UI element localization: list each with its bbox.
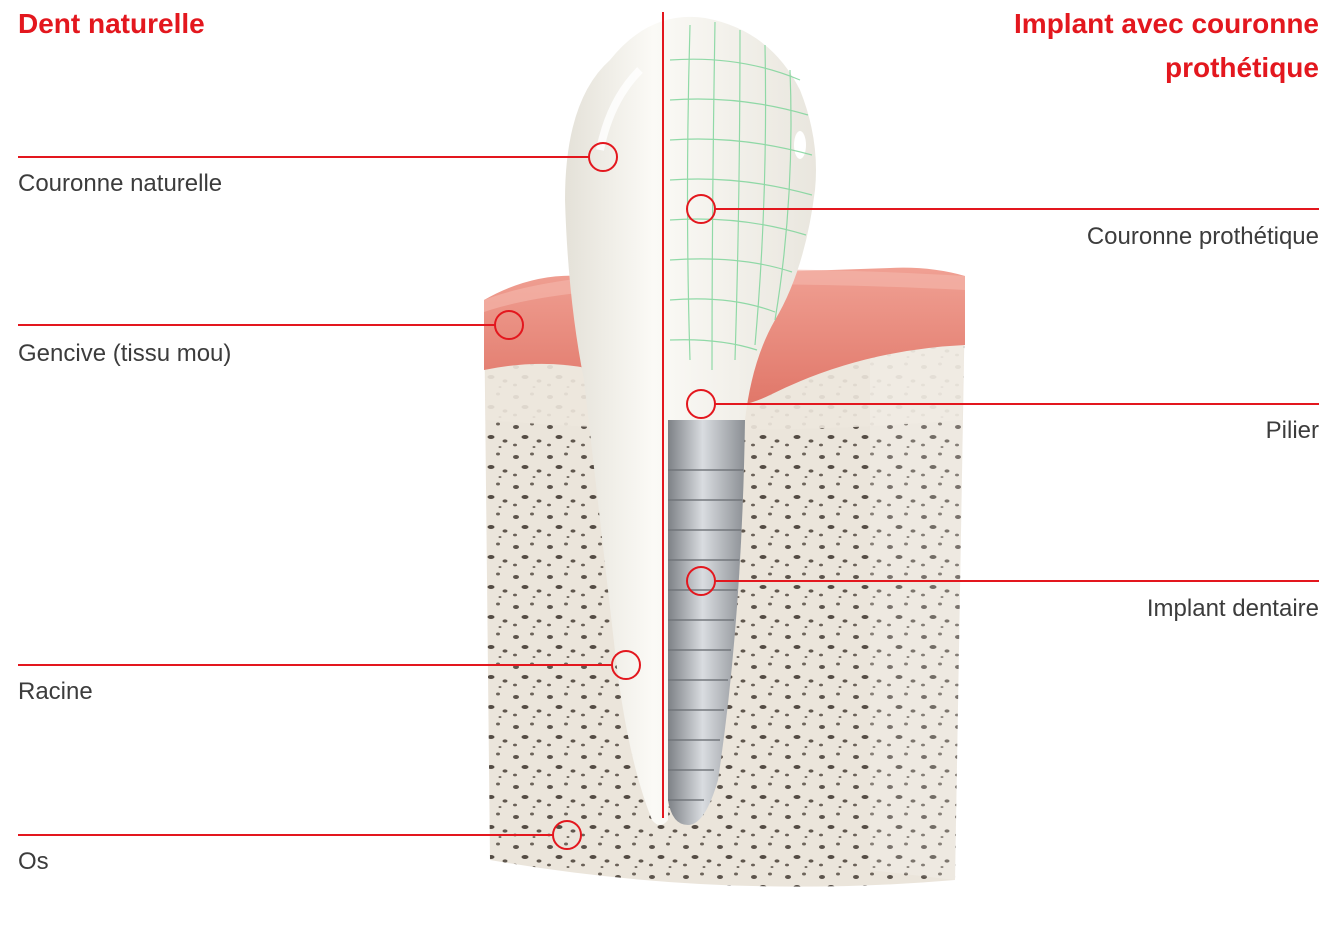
natural-tooth-title: Dent naturelle — [18, 2, 205, 46]
implant-title-line2: prothétique — [1165, 52, 1319, 83]
label-prosthetic-crown: Couronne prothétique — [1087, 222, 1319, 252]
label-implant: Implant dentaire — [1147, 594, 1319, 624]
label-abutment: Pilier — [1266, 416, 1319, 446]
implant-title-line1: Implant avec couronne — [1014, 8, 1319, 39]
label-gum: Gencive (tissu mou) — [18, 339, 231, 369]
label-bone: Os — [18, 847, 49, 877]
label-root: Racine — [18, 677, 93, 707]
implant-title: Implant avec couronne prothétique — [899, 2, 1319, 90]
label-natural-crown: Couronne naturelle — [18, 169, 222, 199]
